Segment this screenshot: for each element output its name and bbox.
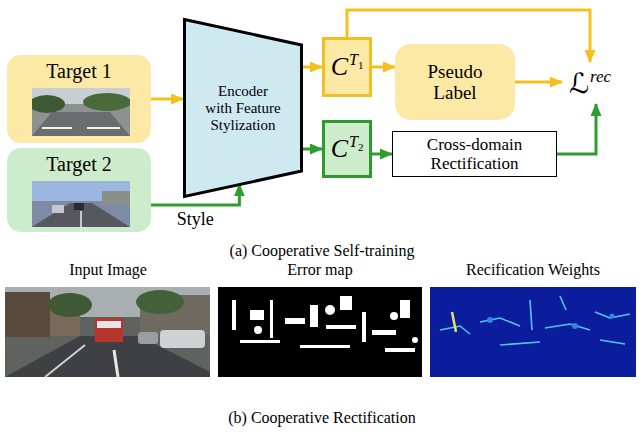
- process-box: Pseudo Label: [395, 44, 515, 120]
- math-part: C: [331, 52, 348, 82]
- node-title: Target 2: [7, 152, 151, 176]
- classifier-box: CT2: [322, 120, 372, 178]
- classifier-box: CT1: [322, 37, 372, 97]
- math-symbol: CT2: [331, 134, 364, 164]
- math-part: C: [331, 134, 348, 164]
- target-image: [32, 88, 130, 136]
- node-text: Encoder with Feature Stylization: [205, 83, 281, 134]
- panel-label: Error map: [287, 261, 352, 279]
- loss-symbol: ℒrec: [562, 62, 618, 104]
- flow-arrow: [151, 98, 183, 101]
- panel-label: Recification Weights: [466, 261, 600, 279]
- math-part: T: [349, 51, 358, 69]
- target-box: Target 2: [7, 148, 151, 232]
- weight-map: [430, 287, 636, 377]
- flow-arrow: [302, 148, 322, 151]
- caption-text: (b) Cooperative Rectification: [228, 409, 415, 427]
- flow-arrow: [515, 81, 562, 84]
- flow-arrow: [372, 153, 392, 156]
- math-part: ℒ: [569, 67, 589, 100]
- node-text: Cross-domain Rectification: [410, 135, 540, 173]
- math-symbol: CT1: [331, 52, 364, 82]
- math-part: rec: [590, 67, 611, 87]
- target-image: [32, 181, 130, 227]
- caption-text: (a) Cooperative Self-training: [230, 242, 415, 260]
- edge-label: Style: [175, 209, 216, 230]
- encoder-trapezoid: Encoder with Feature Stylization: [183, 18, 303, 198]
- node-text: Pseudo Label: [415, 61, 495, 103]
- node-title: Target 1: [7, 59, 151, 83]
- error-map: [218, 287, 422, 377]
- math-symbol: ℒrec: [569, 67, 611, 100]
- flow-arrow: [557, 104, 596, 154]
- panel-label: Input Image: [69, 261, 147, 279]
- input-image: [5, 287, 210, 377]
- math-part: 1: [358, 59, 364, 71]
- flow-arrow: [372, 66, 395, 69]
- process-box: Cross-domain Rectification: [392, 131, 557, 177]
- math-part: T: [349, 133, 358, 151]
- flow-arrow: [302, 66, 322, 69]
- math-part: 2: [358, 141, 364, 153]
- target-box: Target 1: [7, 55, 151, 143]
